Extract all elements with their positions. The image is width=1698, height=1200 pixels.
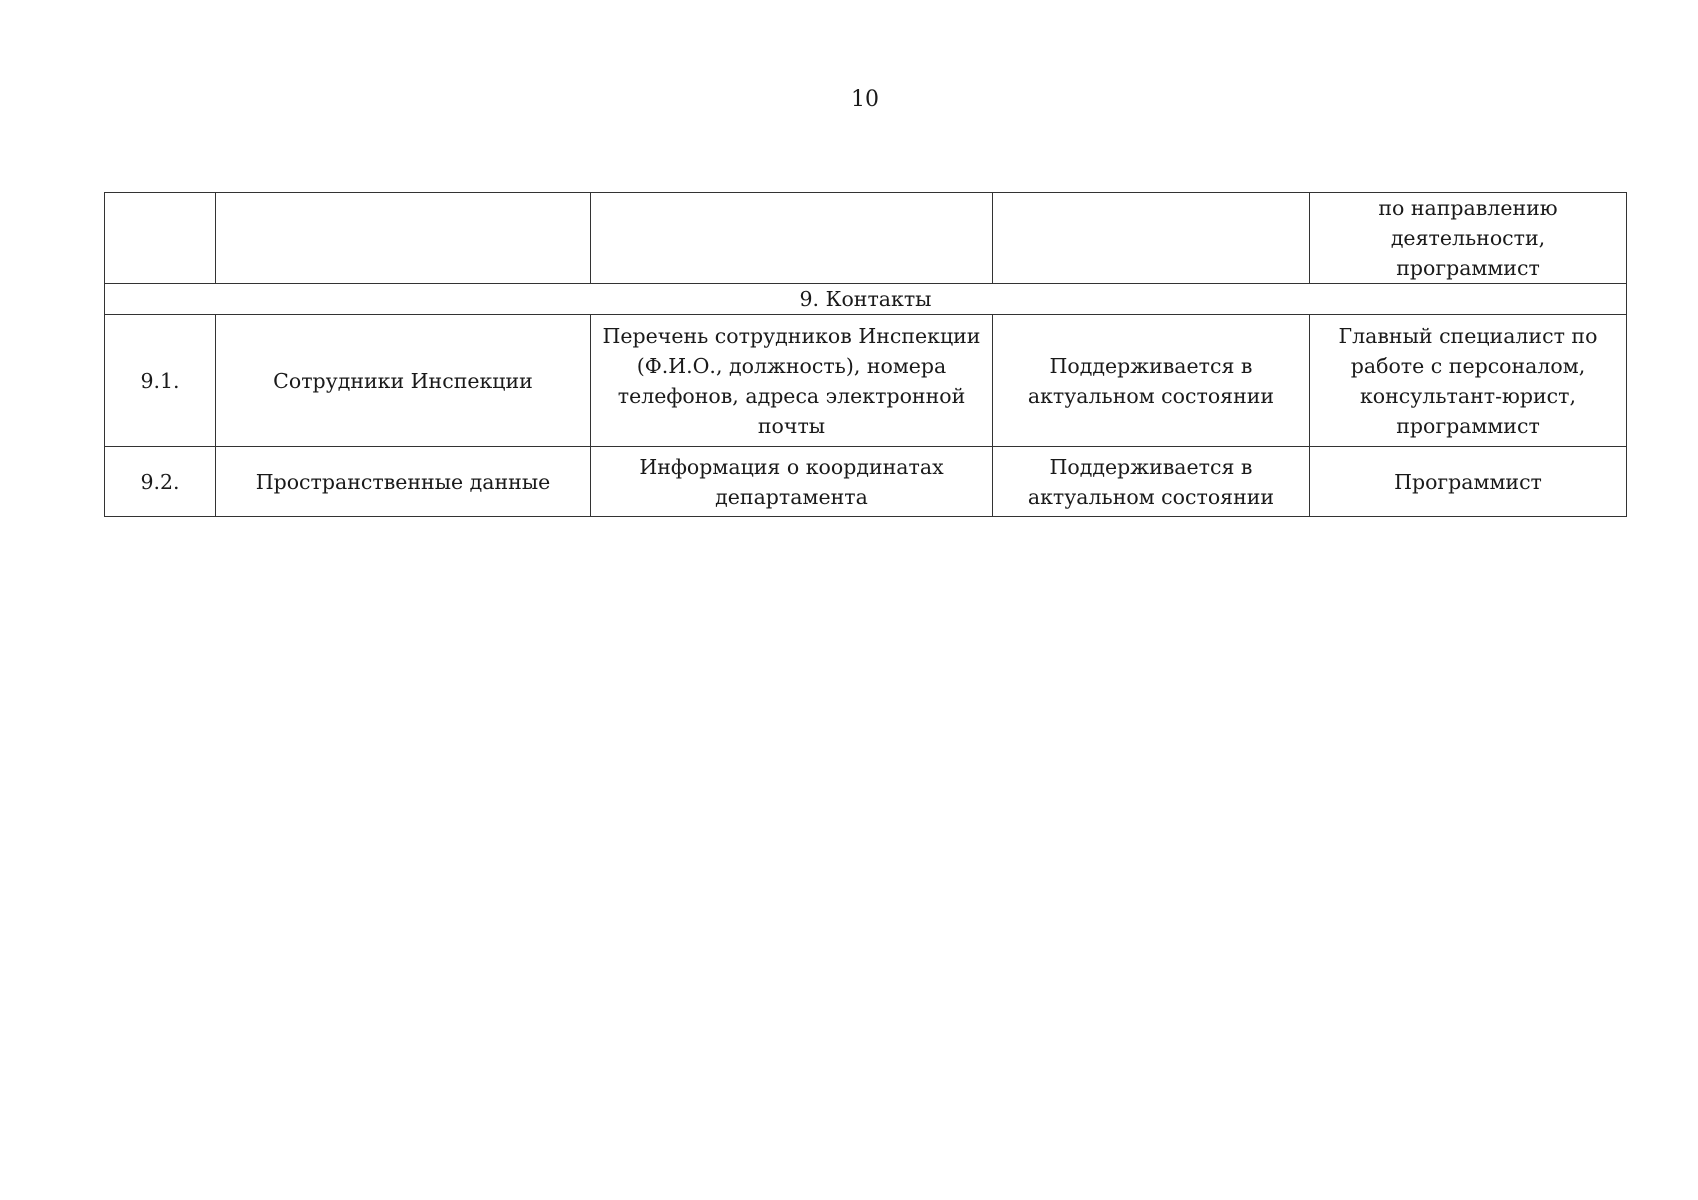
responsible-text: по направлению деятельности, программист bbox=[1378, 196, 1558, 280]
row-update: Поддерживается в актуальном состоянии bbox=[992, 314, 1310, 447]
row-name: Пространственные данные bbox=[215, 446, 591, 517]
page-number: 10 bbox=[851, 87, 879, 112]
table-row: по направлению деятельности, программист bbox=[104, 192, 1627, 284]
section-title: 9. Контакты bbox=[104, 283, 1627, 315]
row-responsible: Программист bbox=[1309, 446, 1627, 517]
table-cell-num bbox=[104, 192, 216, 284]
table-cell-responsible: по направлению деятельности, программист bbox=[1309, 192, 1627, 284]
row-content: Перечень сотрудников Инспекции (Ф.И.О., … bbox=[590, 314, 993, 447]
row-name: Сотрудники Инспекции bbox=[215, 314, 591, 447]
table-row: 9.2. Пространственные данные Информация … bbox=[104, 446, 1627, 517]
table-cell-update bbox=[992, 192, 1310, 284]
row-number: 9.2. bbox=[104, 446, 216, 517]
section-header-row: 9. Контакты bbox=[104, 283, 1627, 315]
row-responsible: Главный специалист по работе с персонало… bbox=[1309, 314, 1627, 447]
row-content: Информация о координатах департамента bbox=[590, 446, 993, 517]
table-cell-content bbox=[590, 192, 993, 284]
row-number: 9.1. bbox=[104, 314, 216, 447]
document-table: по направлению деятельности, программист… bbox=[104, 192, 1627, 517]
table-row: 9.1. Сотрудники Инспекции Перечень сотру… bbox=[104, 314, 1627, 447]
table-cell-name bbox=[215, 192, 591, 284]
row-update: Поддерживается в актуальном состоянии bbox=[992, 446, 1310, 517]
